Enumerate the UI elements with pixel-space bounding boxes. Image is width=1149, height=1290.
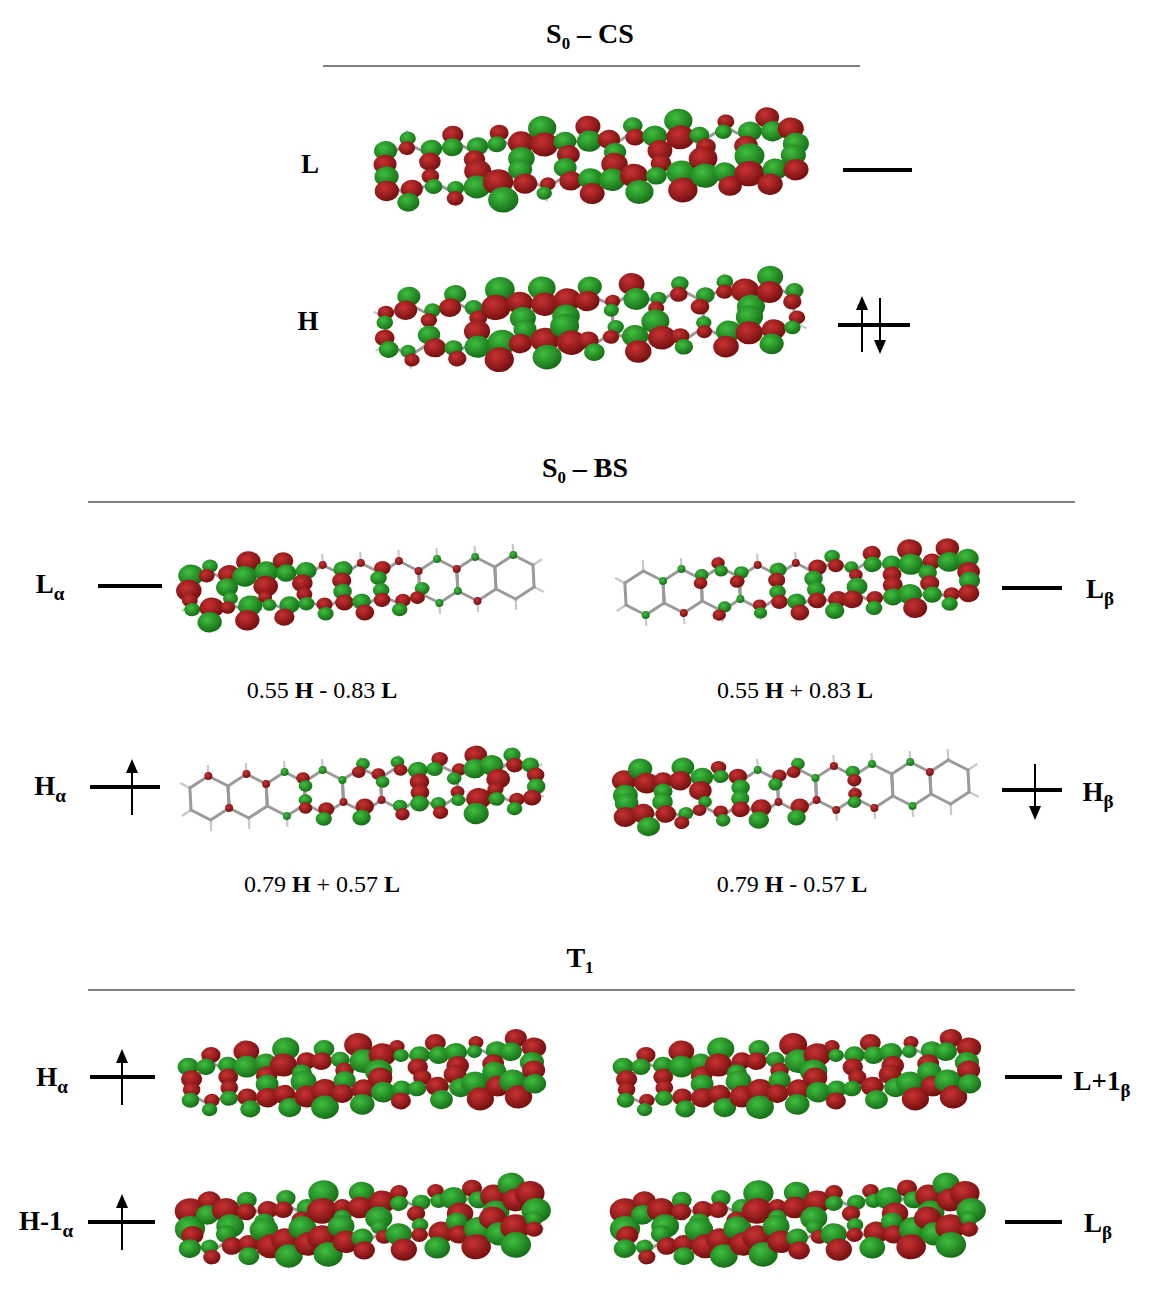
molecular-orbital bbox=[179, 742, 547, 839]
section-heading: S₀ – BS bbox=[542, 453, 628, 484]
spin-arrow bbox=[116, 296, 1041, 1250]
orbital-label: L+1β bbox=[1074, 1067, 1131, 1097]
molecular-orbital bbox=[611, 741, 980, 838]
section-rule bbox=[88, 66, 1075, 990]
orbital-label: Lα bbox=[36, 570, 65, 600]
orbital-label: H-1α bbox=[19, 1207, 73, 1237]
molecular-orbital bbox=[372, 261, 808, 378]
coefficient-label: 0.79 H + 0.57 L bbox=[244, 871, 400, 897]
molecular-orbital bbox=[611, 1023, 984, 1126]
section-heading: T₁ bbox=[566, 943, 593, 974]
orbital-label: H bbox=[297, 307, 318, 337]
coefficient-label: 0.79 H - 0.57 L bbox=[717, 871, 868, 897]
molecular-orbital bbox=[371, 102, 811, 219]
coefficient-label: 0.55 H + 0.83 L bbox=[717, 677, 873, 703]
orbital-label: Hα bbox=[34, 772, 66, 802]
section-heading: S₀ – CS bbox=[546, 19, 634, 50]
coefficient-label: 0.55 H - 0.83 L bbox=[247, 677, 398, 703]
orbital-label: L bbox=[301, 150, 319, 180]
molecular-orbital bbox=[174, 536, 545, 634]
orbital-label: Hβ bbox=[1082, 778, 1113, 808]
orbital-label: Lβ bbox=[1086, 575, 1114, 605]
molecular-orbital bbox=[173, 1168, 554, 1275]
molecular-orbital bbox=[176, 1023, 549, 1126]
energy-level bbox=[88, 170, 1062, 1222]
orbital-label: Lβ bbox=[1084, 1209, 1112, 1239]
orbital-label: Hα bbox=[36, 1063, 68, 1093]
molecular-orbital bbox=[608, 1168, 989, 1275]
molecular-orbital bbox=[614, 536, 982, 634]
